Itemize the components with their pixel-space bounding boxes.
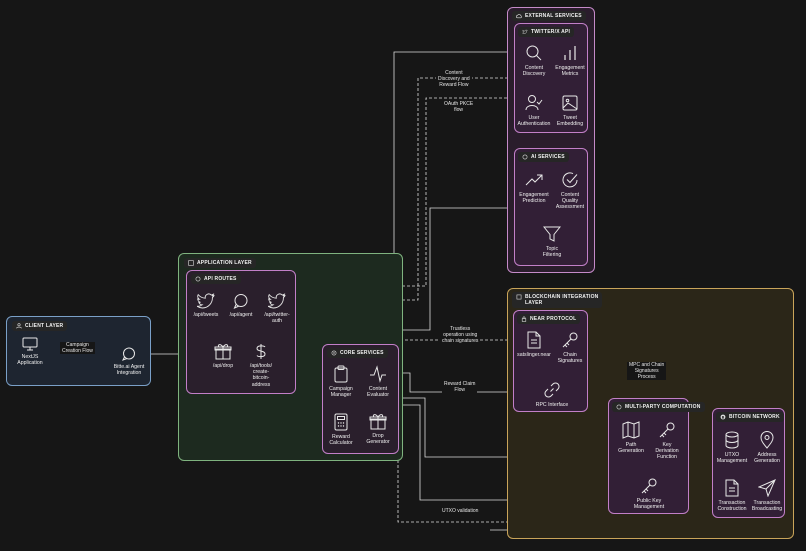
api-agent[interactable]: /api/agent: [219, 293, 263, 318]
user-icon: [16, 323, 22, 329]
bitte-agent-integration[interactable]: Bitte.ai Agent Integration: [106, 347, 152, 376]
api-icon: [195, 276, 201, 282]
flow-label-oauth: OAuth PKCE flow: [442, 101, 476, 113]
flow-label-utxo-validation: UTXO validation: [440, 508, 481, 514]
external-services-title: EXTERNAL SERVICES: [512, 11, 586, 21]
mpc-group: MULTI-PARTY COMPUTATION Path Generation …: [608, 398, 705, 514]
flow-label-reward-claim: Reward Claim Flow: [442, 381, 478, 393]
file-text-icon: [527, 331, 541, 349]
bitcoin-icon: B: [720, 414, 726, 420]
satslinger-near[interactable]: satslinger.near: [512, 331, 556, 358]
drop-generator[interactable]: Drop Generator: [356, 413, 400, 445]
api-tweets[interactable]: /api/tweets: [184, 293, 228, 318]
api-create-bitcoin-address[interactable]: /api/tools/ create- bitcoin- address: [239, 343, 283, 388]
flow-label-mpc-chain: MPC and Chain Signatures Process: [627, 362, 667, 380]
flow-label-content-discovery: Content Discovery and Reward Flow: [436, 70, 472, 88]
flow-label-trustless: Trustless operation using chain signatur…: [440, 326, 481, 344]
svg-text:B: B: [722, 415, 725, 419]
ai-services-title: AI SERVICES: [518, 152, 569, 162]
link-icon: [544, 382, 560, 398]
campaign-manager[interactable]: Campaign Manager: [319, 365, 363, 398]
engagement-prediction[interactable]: Engagement Prediction: [512, 171, 556, 204]
image-icon: [562, 95, 578, 111]
tweet-embedding[interactable]: Tweet Embedding: [548, 94, 592, 127]
core-services-group: CORE SERVICES Campaign Manager Content E…: [322, 344, 399, 454]
engagement-metrics[interactable]: Engagement Metrics: [548, 44, 592, 77]
twitter-bird-icon: [268, 293, 286, 309]
key-icon: [562, 332, 578, 348]
network-icon: [616, 404, 622, 410]
gift-icon: [214, 344, 232, 360]
blockchain-layer-title: BLOCKCHAIN INTEGRATION LAYER: [512, 292, 603, 308]
map-pin-icon: [760, 431, 774, 449]
clipboard-icon: [334, 365, 348, 383]
key-icon: [641, 478, 657, 494]
content-discovery[interactable]: Content Discovery: [512, 44, 556, 77]
content-evaluator[interactable]: Content Evaluator: [356, 365, 400, 398]
content-quality-assessment[interactable]: Content Quality Assessment: [548, 171, 592, 211]
database-icon: [725, 431, 739, 449]
calculator-icon: [334, 413, 348, 431]
brain-icon: [522, 154, 528, 160]
public-key-management[interactable]: Public Key Management: [627, 477, 671, 510]
api-drop[interactable]: /api/drop: [201, 343, 245, 369]
chat-bubble-icon: [121, 347, 135, 361]
gear-icon: [331, 350, 337, 356]
twitter-bird-icon: [522, 29, 528, 34]
chat-bubble-icon: [233, 294, 248, 309]
path-generation[interactable]: Path Generation: [609, 421, 653, 454]
file-text-icon: [725, 479, 739, 497]
api-routes-group: API ROUTES /api/tweets /api/agent /api/t…: [186, 270, 296, 394]
client-layer-title: CLIENT LAYER: [12, 321, 68, 331]
utxo-management[interactable]: UTXO Management: [710, 431, 754, 464]
rpc-interface[interactable]: RPC Interface: [530, 381, 574, 408]
user-authentication[interactable]: User Authentication: [512, 94, 556, 127]
search-icon: [526, 45, 542, 61]
send-icon: [758, 479, 776, 497]
bitcoin-network-group: B BITCOIN NETWORK UTXO Management Addres…: [712, 408, 785, 518]
api-routes-title: API ROUTES: [191, 274, 241, 284]
dollar-icon: [256, 344, 266, 359]
address-generation[interactable]: Address Generation: [745, 431, 789, 464]
user-check-icon: [525, 95, 543, 111]
transaction-construction[interactable]: Transaction Construction: [710, 479, 754, 512]
bitcoin-network-title: B BITCOIN NETWORK: [716, 412, 784, 422]
chain-signatures[interactable]: Chain Signatures: [548, 331, 592, 364]
map-icon: [622, 421, 640, 439]
reward-calculator[interactable]: Reward Calculator: [319, 413, 363, 446]
mpc-title: MULTI-PARTY COMPUTATION: [612, 402, 705, 412]
gift-icon: [369, 414, 387, 430]
cloud-icon: [516, 14, 522, 19]
topic-filtering[interactable]: Topic Filtering: [530, 225, 574, 258]
ai-services-group: AI SERVICES Engagement Prediction Conten…: [514, 148, 588, 266]
flow-oauth: [297, 96, 514, 287]
bar-chart-icon: [564, 46, 576, 60]
core-services-title: CORE SERVICES: [327, 348, 388, 358]
lock-icon: [521, 316, 527, 322]
key-derivation-function[interactable]: Key Derivation Function: [645, 421, 689, 461]
twitterx-api-group: TWITTER/X API Content Discovery Engageme…: [514, 23, 588, 133]
cube-icon: [516, 294, 522, 300]
near-protocol-title: NEAR PROTOCOL: [517, 314, 581, 324]
twitter-bird-icon: [197, 293, 215, 309]
transaction-broadcasting[interactable]: Transaction Broadcasting: [745, 479, 789, 512]
flow-label-campaign-creation: Campaign Creation Flow: [60, 342, 95, 354]
layers-icon: [188, 260, 194, 266]
twitterx-api-title: TWITTER/X API: [518, 27, 575, 37]
activity-icon: [370, 365, 386, 383]
key-icon: [659, 422, 675, 438]
check-circle-icon: [562, 172, 578, 188]
filter-icon: [543, 226, 561, 242]
nextjs-application[interactable]: NextJS Application: [7, 337, 53, 366]
application-layer-title: APPLICATION LAYER: [184, 258, 256, 268]
trending-up-icon: [525, 174, 543, 186]
near-protocol-group: NEAR PROTOCOL satslinger.near Chain Sign…: [513, 310, 588, 412]
api-twitter-auth[interactable]: /api/twitter- auth: [255, 293, 299, 324]
monitor-icon: [22, 337, 38, 351]
